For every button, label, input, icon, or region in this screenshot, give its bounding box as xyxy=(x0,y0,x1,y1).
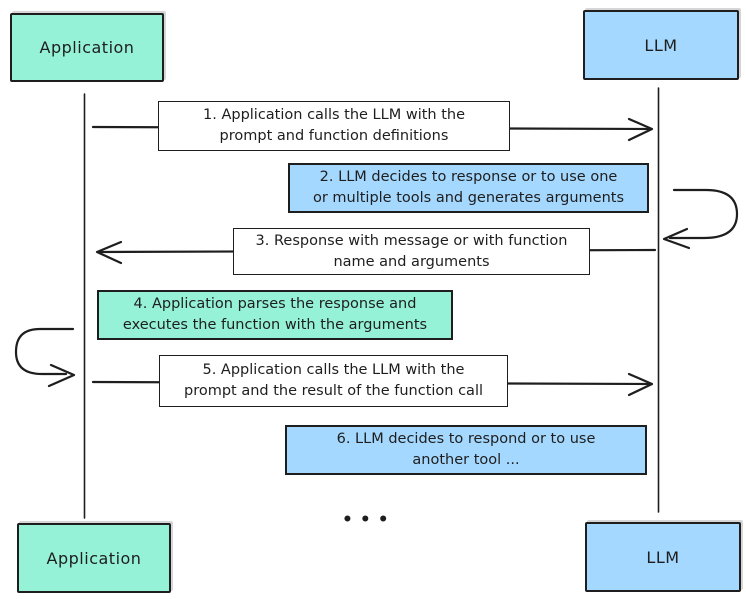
message-3-arrowhead xyxy=(95,240,123,265)
message-1-arrowhead xyxy=(627,117,654,142)
message-4-box: 4. Application parses the response and e… xyxy=(97,290,453,340)
actor-application-top-label: Application xyxy=(39,38,135,57)
actor-llm-bottom: LLM xyxy=(585,522,741,592)
application-self-loop-arrow xyxy=(14,327,75,376)
actor-llm-bottom-label: LLM xyxy=(646,547,680,567)
actor-application-bottom: Application xyxy=(17,523,171,593)
message-3-box: 3. Response with message or with functio… xyxy=(233,228,590,275)
message-5-arrowhead xyxy=(627,372,654,397)
message-1-box: 1. Application calls the LLM with the pr… xyxy=(158,101,510,151)
message-6-box: 6. LLM decides to respond or to use anot… xyxy=(285,425,647,475)
actor-application-top: Application xyxy=(10,13,164,82)
actor-application-bottom-label: Application xyxy=(46,548,142,568)
message-5-box: 5. Application calls the LLM with the pr… xyxy=(159,355,508,407)
llm-self-loop-arrowhead xyxy=(662,227,691,250)
llm-self-loop-arrow xyxy=(668,188,739,240)
actor-llm-top-label: LLM xyxy=(644,35,678,55)
continuation-ellipsis: ••• xyxy=(342,510,396,530)
actor-llm-top: LLM xyxy=(583,10,739,80)
message-2-box: 2. LLM decides to response or to use one… xyxy=(288,163,649,213)
application-self-loop-arrowhead xyxy=(47,363,76,388)
